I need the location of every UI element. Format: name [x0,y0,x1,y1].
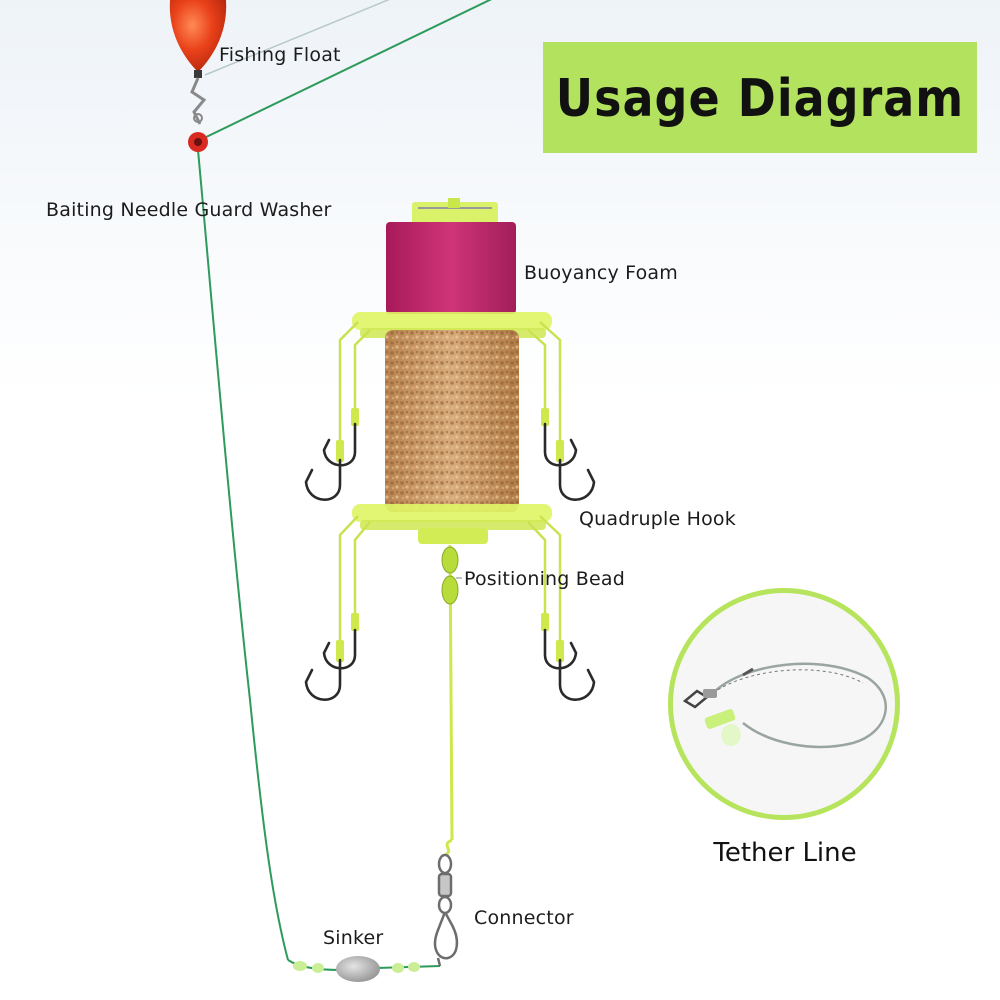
positioning-bead-2 [441,575,459,605]
label-positioning-bead: Positioning Bead [464,568,626,590]
hook-wires [338,321,562,640]
bait-body [385,330,519,512]
page-title: Usage Diagram [555,67,965,128]
connector-graphic [433,853,459,967]
label-sinker: Sinker [323,927,384,949]
quadruple-hooks [304,422,596,701]
label-guard-washer: Baiting Needle Guard Washer [46,199,332,221]
tether-line-inset [668,588,900,820]
buoyancy-foam-block [386,222,516,314]
lower-frame [352,504,552,544]
label-tether-line: Tether Line [713,838,857,868]
tether-line-graphic [682,662,887,749]
hook-sleeves [336,408,564,662]
title-banner: Usage Diagram [543,42,977,153]
fishing-float-graphic [169,0,227,125]
top-cap [412,198,498,224]
label-buoyancy-foam: Buoyancy Foam [524,262,678,284]
sinker-graphic [293,956,420,982]
guard-washer-graphic [188,132,208,152]
positioning-bead-1 [441,546,459,574]
float-line-stub [204,0,390,76]
rig-stem [441,544,459,857]
label-fishing-float: Fishing Float [219,44,341,66]
label-connector: Connector [474,907,574,929]
label-quadruple-hook: Quadruple Hook [579,508,736,530]
